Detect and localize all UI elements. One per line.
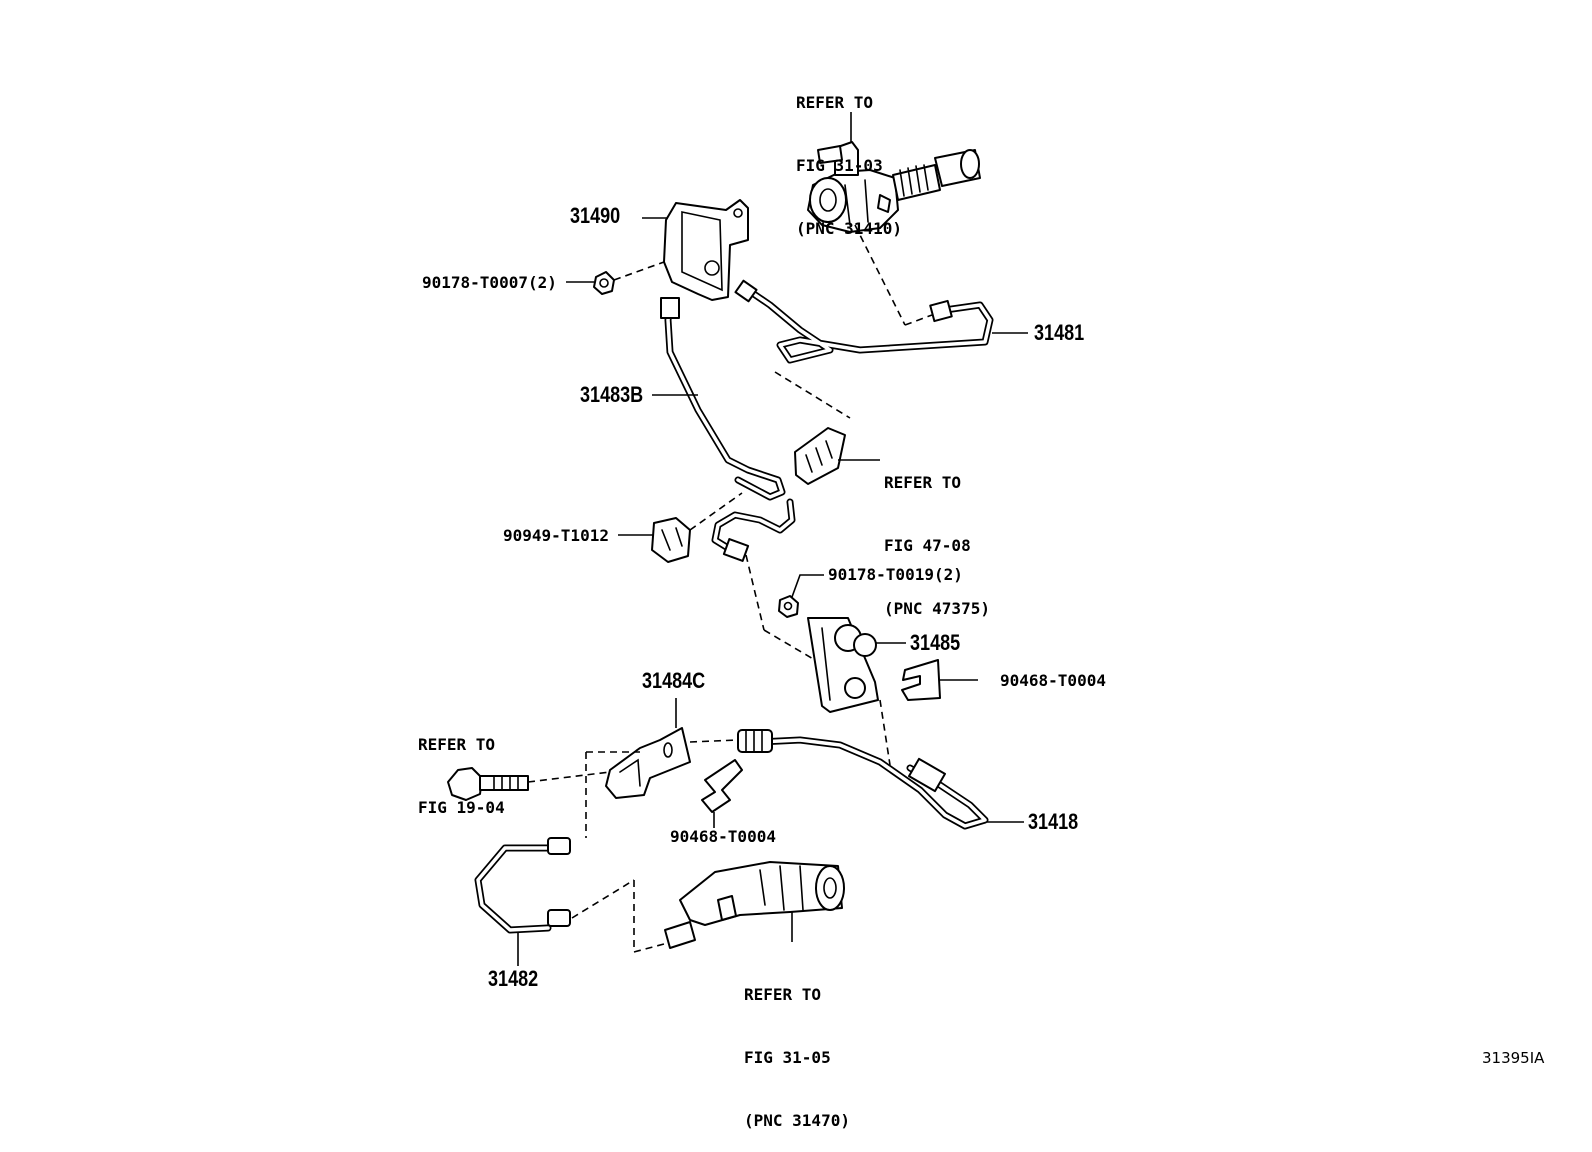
- label-31418[interactable]: 31418: [1028, 809, 1079, 834]
- ref-line: REFER TO: [796, 93, 874, 112]
- clutch-release-cylinder[interactable]: [664, 861, 845, 949]
- ref-master-cylinder[interactable]: REFER TO FIG 31-03 (PNC 31410): [796, 50, 902, 260]
- ref-bolt[interactable]: REFER TO FIG 19-04: [418, 692, 505, 839]
- ref-line: REFER TO: [418, 735, 496, 754]
- pipe-clamp-47375[interactable]: [794, 427, 846, 485]
- diagram-id: 31395IA: [1482, 1049, 1545, 1067]
- ref-line: FIG 31-05: [744, 1048, 831, 1067]
- label-31481[interactable]: 31481: [1034, 320, 1085, 345]
- bracket-31490[interactable]: [663, 199, 749, 301]
- bracket-31484c[interactable]: [605, 727, 691, 799]
- label-31490[interactable]: 31490: [570, 203, 621, 228]
- clip-90949-t1012[interactable]: [651, 517, 691, 563]
- pipe-31482[interactable]: [474, 837, 571, 934]
- ref-line: (PNC 47375): [884, 599, 990, 618]
- label-90178-t0019[interactable]: 90178-T0019(2): [828, 565, 963, 584]
- label-31485[interactable]: 31485: [910, 630, 961, 655]
- label-31484c[interactable]: 31484C: [642, 668, 706, 693]
- label-90468-t0004-lower[interactable]: 90468-T0004: [670, 827, 776, 846]
- label-31482[interactable]: 31482: [488, 966, 539, 991]
- nut-90178-t0007[interactable]: [593, 271, 615, 295]
- nut-90178-t0019[interactable]: [778, 595, 799, 618]
- label-31483b[interactable]: 31483B: [580, 382, 644, 407]
- clutch-master-cylinder[interactable]: [807, 141, 981, 233]
- ref-line: (PNC 31470): [744, 1111, 850, 1130]
- ref-release-cylinder[interactable]: REFER TO FIG 31-05 (PNC 31470): [744, 942, 850, 1152]
- ref-line: REFER TO: [884, 473, 962, 492]
- ref-line: REFER TO: [744, 985, 822, 1004]
- ref-line: FIG 31-03: [796, 156, 883, 175]
- clip-90468-t0004-lower[interactable]: [701, 759, 743, 813]
- label-90949-t1012[interactable]: 90949-T1012: [503, 526, 609, 545]
- ref-clamp[interactable]: REFER TO FIG 47-08 (PNC 47375): [884, 430, 990, 640]
- ref-line: FIG 19-04: [418, 798, 505, 817]
- parts-diagram: [447, 112, 1028, 966]
- pipe-31481[interactable]: [734, 279, 994, 364]
- pipe-31483b[interactable]: [660, 297, 796, 562]
- bolt-19-04[interactable]: [447, 767, 529, 801]
- bracket-31485[interactable]: [807, 617, 879, 713]
- ref-line: (PNC 31410): [796, 219, 902, 238]
- label-90468-t0004-right[interactable]: 90468-T0004: [1000, 671, 1106, 690]
- hose-31418[interactable]: [737, 729, 989, 830]
- label-90178-t0007[interactable]: 90178-T0007(2): [422, 273, 557, 292]
- ref-line: FIG 47-08: [884, 536, 971, 555]
- clip-90468-t0004-right[interactable]: [901, 659, 941, 701]
